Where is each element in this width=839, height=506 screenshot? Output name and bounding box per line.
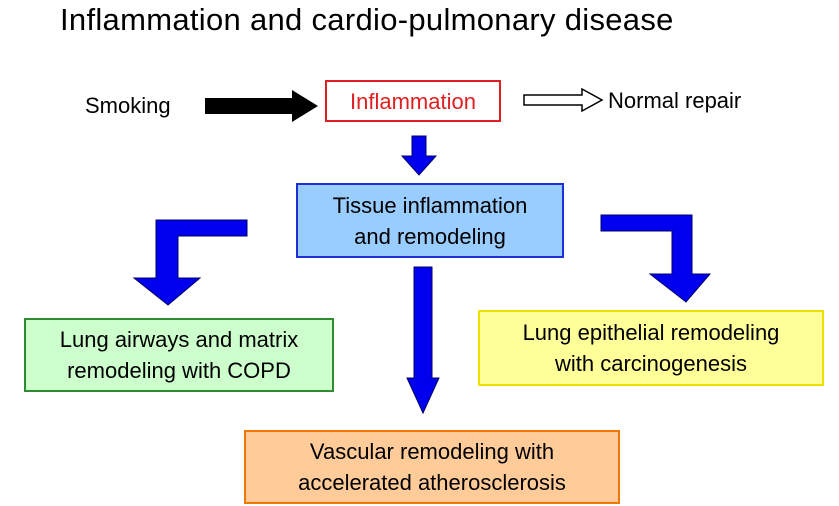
- copd-label: Lung airways and matrix remodeling with …: [59, 327, 299, 383]
- inflammation-to-tissue-arrow: [400, 135, 438, 176]
- epithelial-box: Lung epithelial remodeling with carcinog…: [478, 310, 824, 386]
- tissue-to-copd-arrow: [132, 219, 248, 306]
- normal-repair-label: Normal repair: [608, 88, 742, 113]
- tissue-inflammation-label: Tissue inflammation and remodeling: [332, 192, 528, 249]
- tissue-to-epithelial-arrow: [600, 214, 712, 303]
- vascular-box: Vascular remodeling with accelerated ath…: [244, 430, 620, 504]
- epithelial-label: Lung epithelial remodeling with carcinog…: [522, 320, 780, 376]
- inflammation-box: Inflammation: [325, 80, 501, 122]
- tissue-to-vascular-arrow: [406, 266, 440, 415]
- smoking-to-inflammation-arrow: [205, 90, 318, 122]
- vascular-label: Vascular remodeling with accelerated ath…: [298, 439, 566, 495]
- copd-box: Lung airways and matrix remodeling with …: [24, 318, 334, 392]
- smoking-label: Smoking: [85, 93, 171, 118]
- tissue-inflammation-box: Tissue inflammation and remodeling: [296, 183, 564, 258]
- inflammation-to-normal-repair-arrow: [523, 87, 604, 113]
- inflammation-label: Inflammation: [350, 88, 476, 114]
- diagram-title: Inflammation and cardio-pulmonary diseas…: [60, 2, 674, 37]
